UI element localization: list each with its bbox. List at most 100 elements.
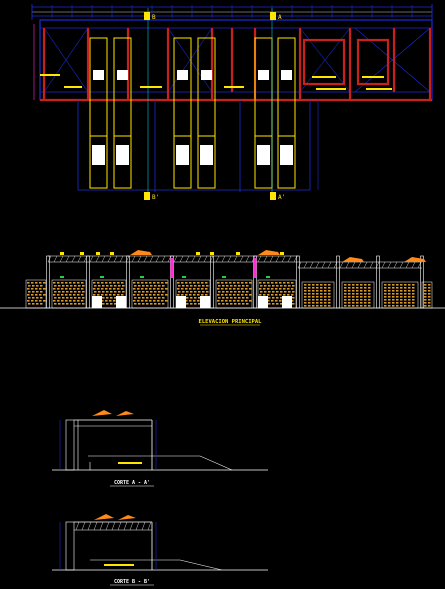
brick (39, 282, 42, 284)
brick (352, 296, 355, 298)
brick (205, 282, 208, 284)
truss-web (135, 521, 140, 531)
brick (400, 284, 403, 286)
brick (65, 288, 68, 290)
brick (316, 302, 319, 304)
brick (161, 282, 164, 284)
brick (118, 291, 121, 293)
brick (61, 288, 64, 290)
brick (113, 294, 116, 296)
brick-panel (257, 279, 297, 309)
brick (324, 299, 327, 301)
brick (222, 291, 225, 293)
brick (388, 284, 391, 286)
brick (217, 288, 220, 290)
brick (283, 288, 286, 290)
brick (205, 294, 208, 296)
truss-web (89, 255, 94, 263)
brick (78, 297, 81, 299)
brick (133, 294, 136, 296)
brick (384, 302, 387, 304)
brick (237, 294, 240, 296)
brick (304, 296, 307, 298)
brick (404, 293, 407, 295)
brick (137, 282, 140, 284)
brick (287, 294, 290, 296)
brick (356, 287, 359, 289)
brick (31, 288, 34, 290)
brick (249, 282, 252, 284)
elevation-columns (46, 255, 424, 309)
brick-panel (301, 281, 335, 309)
brick (368, 296, 371, 298)
brick (118, 285, 121, 287)
truss-web (393, 261, 398, 269)
brick (352, 284, 355, 286)
brick (177, 288, 180, 290)
brick (158, 291, 161, 293)
elevation-column (336, 255, 340, 309)
brick (53, 282, 56, 284)
brick (428, 305, 431, 307)
brick (324, 293, 327, 295)
brick (316, 290, 319, 292)
truss-web (143, 255, 148, 263)
brick (360, 302, 363, 304)
brick (137, 294, 140, 296)
brick (190, 291, 193, 293)
truss-web (113, 255, 118, 263)
brick (82, 285, 85, 287)
brick (312, 293, 315, 295)
brick (206, 285, 209, 287)
brick (308, 299, 311, 301)
brick (271, 288, 274, 290)
brick (400, 290, 403, 292)
truss-web (269, 255, 274, 263)
brick (77, 300, 80, 302)
brick (134, 297, 137, 299)
brick (344, 284, 347, 286)
brick (352, 299, 355, 301)
brick (356, 290, 359, 292)
brick (221, 282, 224, 284)
brick (384, 296, 387, 298)
brick (312, 284, 315, 286)
brick (364, 284, 367, 286)
brick (141, 288, 144, 290)
brick (222, 303, 225, 305)
brick (324, 302, 327, 304)
brick (58, 291, 61, 293)
brick (157, 282, 160, 284)
brick (53, 294, 56, 296)
truss-web (203, 255, 208, 263)
brick (230, 297, 233, 299)
truss-web (147, 521, 152, 531)
brick (324, 290, 327, 292)
section-a-title: CORTE A - A' (114, 480, 150, 486)
brick (162, 303, 165, 305)
brick (408, 293, 411, 295)
brick (77, 294, 80, 296)
brick (304, 290, 307, 292)
truss-web (107, 255, 112, 263)
brick (316, 293, 319, 295)
brick (328, 293, 331, 295)
brick (280, 303, 283, 305)
truss-web (345, 261, 350, 269)
roof-vent (404, 257, 426, 262)
brick (110, 303, 113, 305)
truss-web (281, 255, 286, 263)
brick (205, 288, 208, 290)
brick (40, 291, 43, 293)
brick (344, 305, 347, 307)
truss-web (155, 255, 160, 263)
truss-web (119, 255, 124, 263)
brick (424, 290, 427, 292)
brick (249, 288, 252, 290)
brick (408, 302, 411, 304)
brick (304, 293, 307, 295)
brick (233, 300, 236, 302)
brick (141, 282, 144, 284)
elevation-column (46, 255, 50, 309)
brick (230, 285, 233, 287)
